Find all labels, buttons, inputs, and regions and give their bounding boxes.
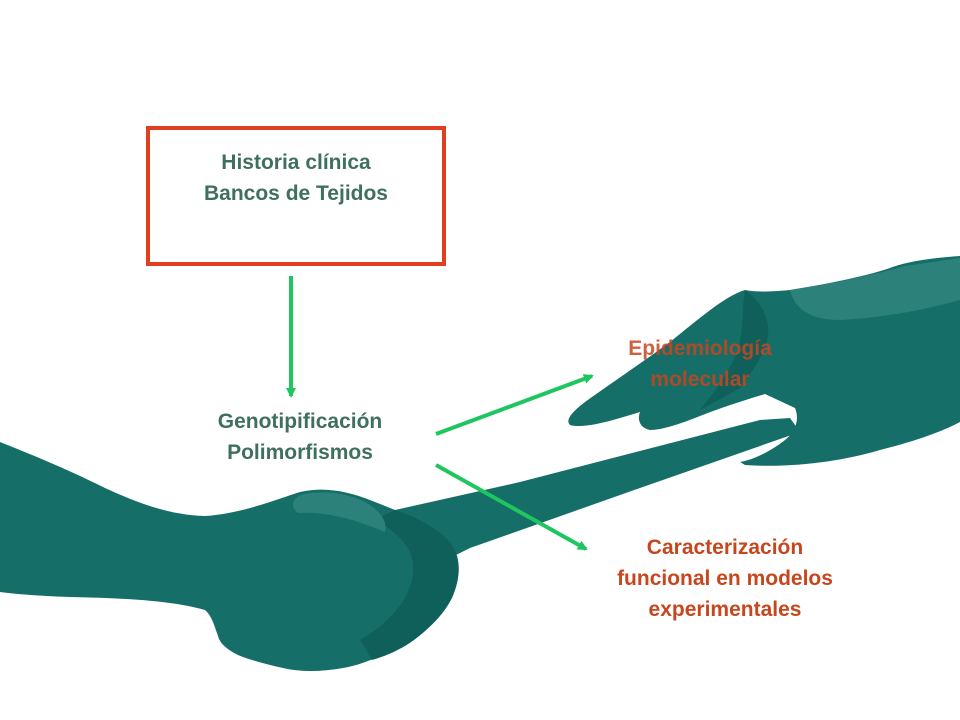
arrow-geno-to-carac	[435, 463, 588, 551]
lower-hand-highlight	[292, 492, 386, 532]
clinical-history-box	[146, 126, 446, 266]
epidemiology-line: Epidemiología	[628, 337, 772, 360]
tissue-banks-line: Bancos de Tejidos	[204, 182, 388, 205]
molecular-line: molecular	[650, 368, 750, 391]
lower-hand-fingers	[360, 510, 459, 660]
polymorphisms-line: Polimorfismos	[227, 441, 373, 464]
arrow-geno-to-epi	[435, 374, 594, 436]
experimental-line: experimentales	[648, 598, 802, 621]
upper-hand-highlight	[790, 258, 960, 320]
left-arm-shape	[0, 418, 800, 671]
genotyping-line: Genotipificación	[217, 410, 383, 433]
genotyping-label: Genotipificación Polimorfismos	[150, 406, 450, 468]
characterization-line: Caracterización	[646, 536, 804, 559]
clinical-history-label: Historia clínica Bancos de Tejidos	[146, 147, 446, 209]
functional-models-line: funcional en modelos	[617, 567, 833, 590]
clinical-history-line: Historia clínica	[221, 151, 371, 174]
upper-hand-fingers	[700, 290, 769, 410]
molecular-epidemiology-label: Epidemiología molecular	[555, 333, 845, 395]
functional-characterization-label: Caracterización funcional en modelos exp…	[570, 532, 880, 625]
